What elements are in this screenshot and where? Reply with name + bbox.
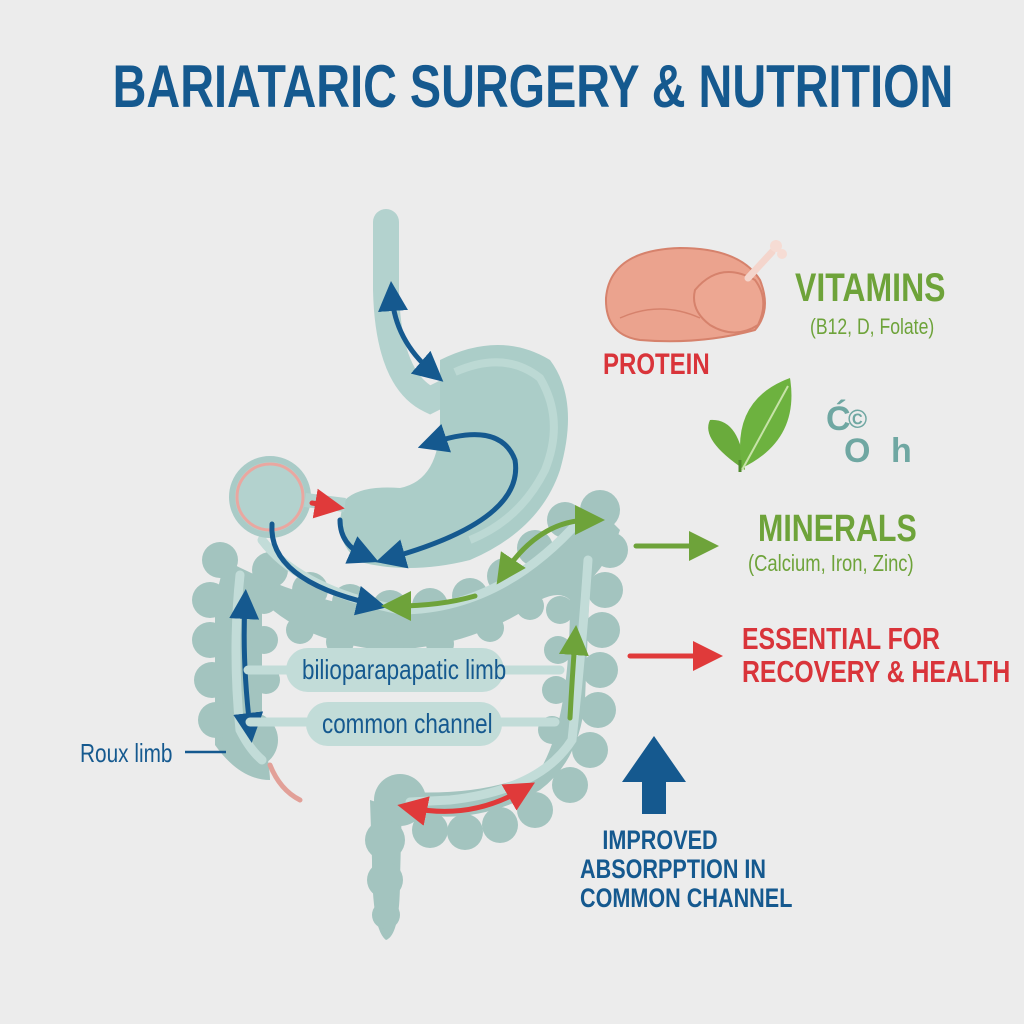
chem-copyright: © — [848, 404, 868, 434]
absorption-callout: IMPROVED ABSORPPTION IN COMMON CHANNEL — [560, 825, 793, 913]
chicken-icon — [604, 240, 787, 343]
roux-limb-label: Roux limb — [80, 738, 173, 768]
callout-line-2: ABSORPPTION IN — [580, 854, 767, 884]
minerals-label: MINERALS — [758, 508, 917, 550]
chem-h: h — [891, 432, 912, 470]
flow-arrows-green — [381, 505, 719, 721]
flow-arrows-red — [309, 488, 723, 826]
callout-line-1: IMPROVED — [602, 825, 718, 855]
roux-tail — [267, 762, 303, 803]
vitamins-label: VITAMINS — [795, 266, 946, 310]
page-title: BARIATARIC SURGERY & NUTRITION — [112, 53, 954, 120]
chem-o: O — [844, 432, 871, 470]
essential-line-1: ESSENTIAL FOR — [742, 621, 940, 656]
limb-pills — [286, 648, 504, 746]
biliopancreatic-limb-label: bilioparаpapatic limb — [302, 654, 507, 685]
protein-label: PROTEIN — [603, 348, 710, 381]
up-arrow-icon — [622, 736, 686, 814]
vitamins-sub-label: (B12, D, Folate) — [810, 314, 935, 339]
gastric-pouch — [229, 456, 346, 538]
chemical-symbol-icon: Ć © O h — [826, 400, 926, 470]
chem-c: Ć — [826, 400, 851, 438]
essential-line-2: RECOVERY & HEALTH — [742, 654, 1011, 689]
common-channel-label: common channel — [322, 708, 493, 739]
minerals-sub-label: (Calcium, Iron, Zinc) — [748, 550, 914, 576]
flow-arrows-blue — [229, 281, 519, 743]
leaf-icon — [708, 378, 792, 472]
callout-line-3: COMMON CHANNEL — [580, 883, 793, 913]
